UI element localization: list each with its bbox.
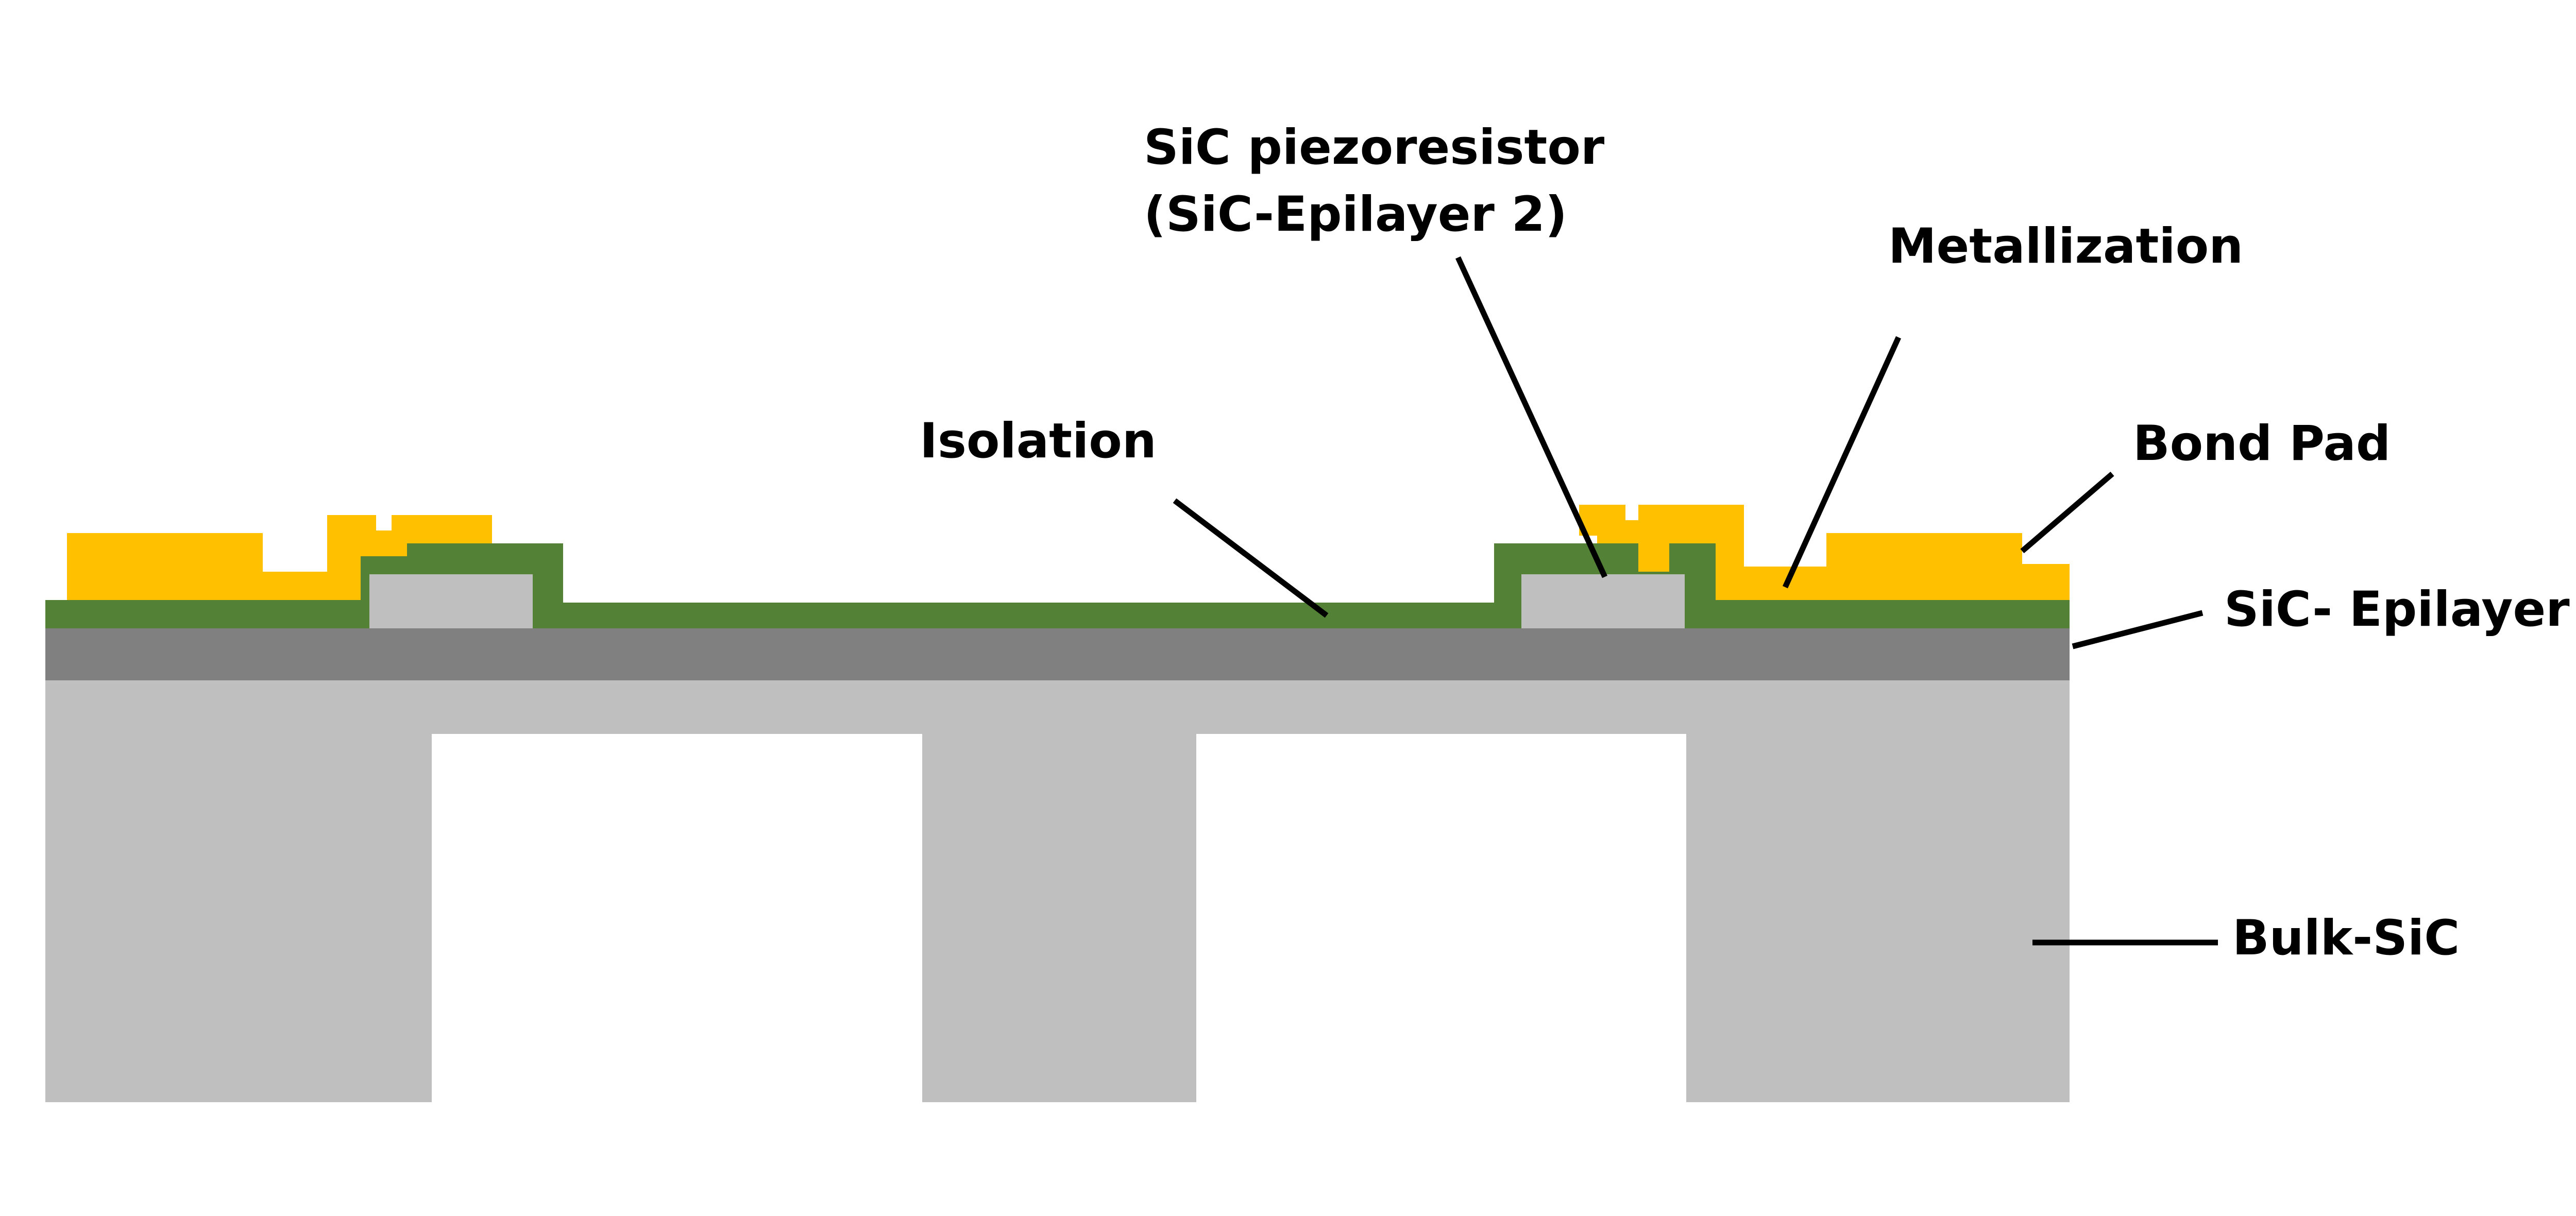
- label-bond-pad: Bond Pad: [2133, 416, 2391, 472]
- leader-epilayer-1: [2072, 610, 2204, 649]
- piezoresistor-right: [1521, 574, 1685, 628]
- label-epilayer-1: SiC- Epilayer 1: [2224, 581, 2576, 638]
- leader-bond-pad: [2020, 471, 2114, 554]
- sic-epilayer-1: [45, 628, 2070, 680]
- bulk-sic-substrate: [45, 680, 2070, 1102]
- label-isolation: Isolation: [920, 413, 1157, 469]
- leader-isolation: [1173, 498, 1329, 618]
- leader-metallization: [1782, 336, 1902, 589]
- label-piezoresistor-line2: (SiC-Epilayer 2): [1144, 186, 1567, 243]
- leader-piezoresistor: [1455, 256, 1607, 578]
- label-bulk-sic: Bulk-SiC: [2232, 910, 2460, 966]
- piezoresistor-left: [369, 574, 533, 628]
- label-piezoresistor-line1: SiC piezoresistor: [1144, 119, 1605, 176]
- right-bond-pad-metal: [1579, 505, 2070, 603]
- label-metallization: Metallization: [1888, 218, 2243, 275]
